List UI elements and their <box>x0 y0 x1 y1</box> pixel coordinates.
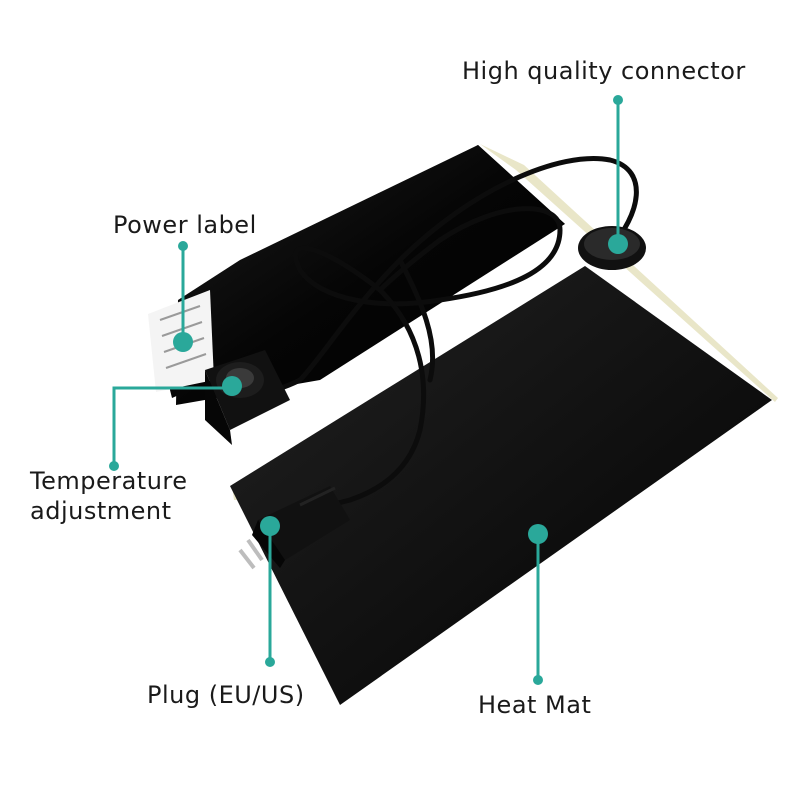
plug-pin-small <box>265 657 275 667</box>
callout-heat-mat-label: Heat Mat <box>478 691 592 719</box>
heat-mat-lower-panel <box>230 266 772 705</box>
heat-mat-upper-panel-fill <box>176 145 565 405</box>
power-cable <box>242 156 639 523</box>
callout-dots <box>109 95 628 685</box>
power-pin-small <box>178 241 188 251</box>
heat-mat-backing <box>480 144 778 402</box>
callout-temperature-label: Temperature adjustment <box>30 466 188 526</box>
callout-connector-label: High quality connector <box>462 57 746 85</box>
connector-pin-small <box>613 95 623 105</box>
mat-pin-small <box>533 675 543 685</box>
callout-power-label: Power label <box>113 211 257 239</box>
power-pin-large <box>173 332 193 352</box>
mat-pin-large <box>528 524 548 544</box>
connector-pin-large <box>608 234 628 254</box>
temp-pin-large <box>222 376 242 396</box>
callout-temperature-line1: Temperature <box>30 467 188 495</box>
callout-leaders <box>112 100 620 680</box>
callout-temperature-line2: adjustment <box>30 497 172 525</box>
temp-pin-small <box>109 461 119 471</box>
callout-plug-label: Plug (EU/US) <box>147 681 305 709</box>
plug-pin-large <box>260 516 280 536</box>
